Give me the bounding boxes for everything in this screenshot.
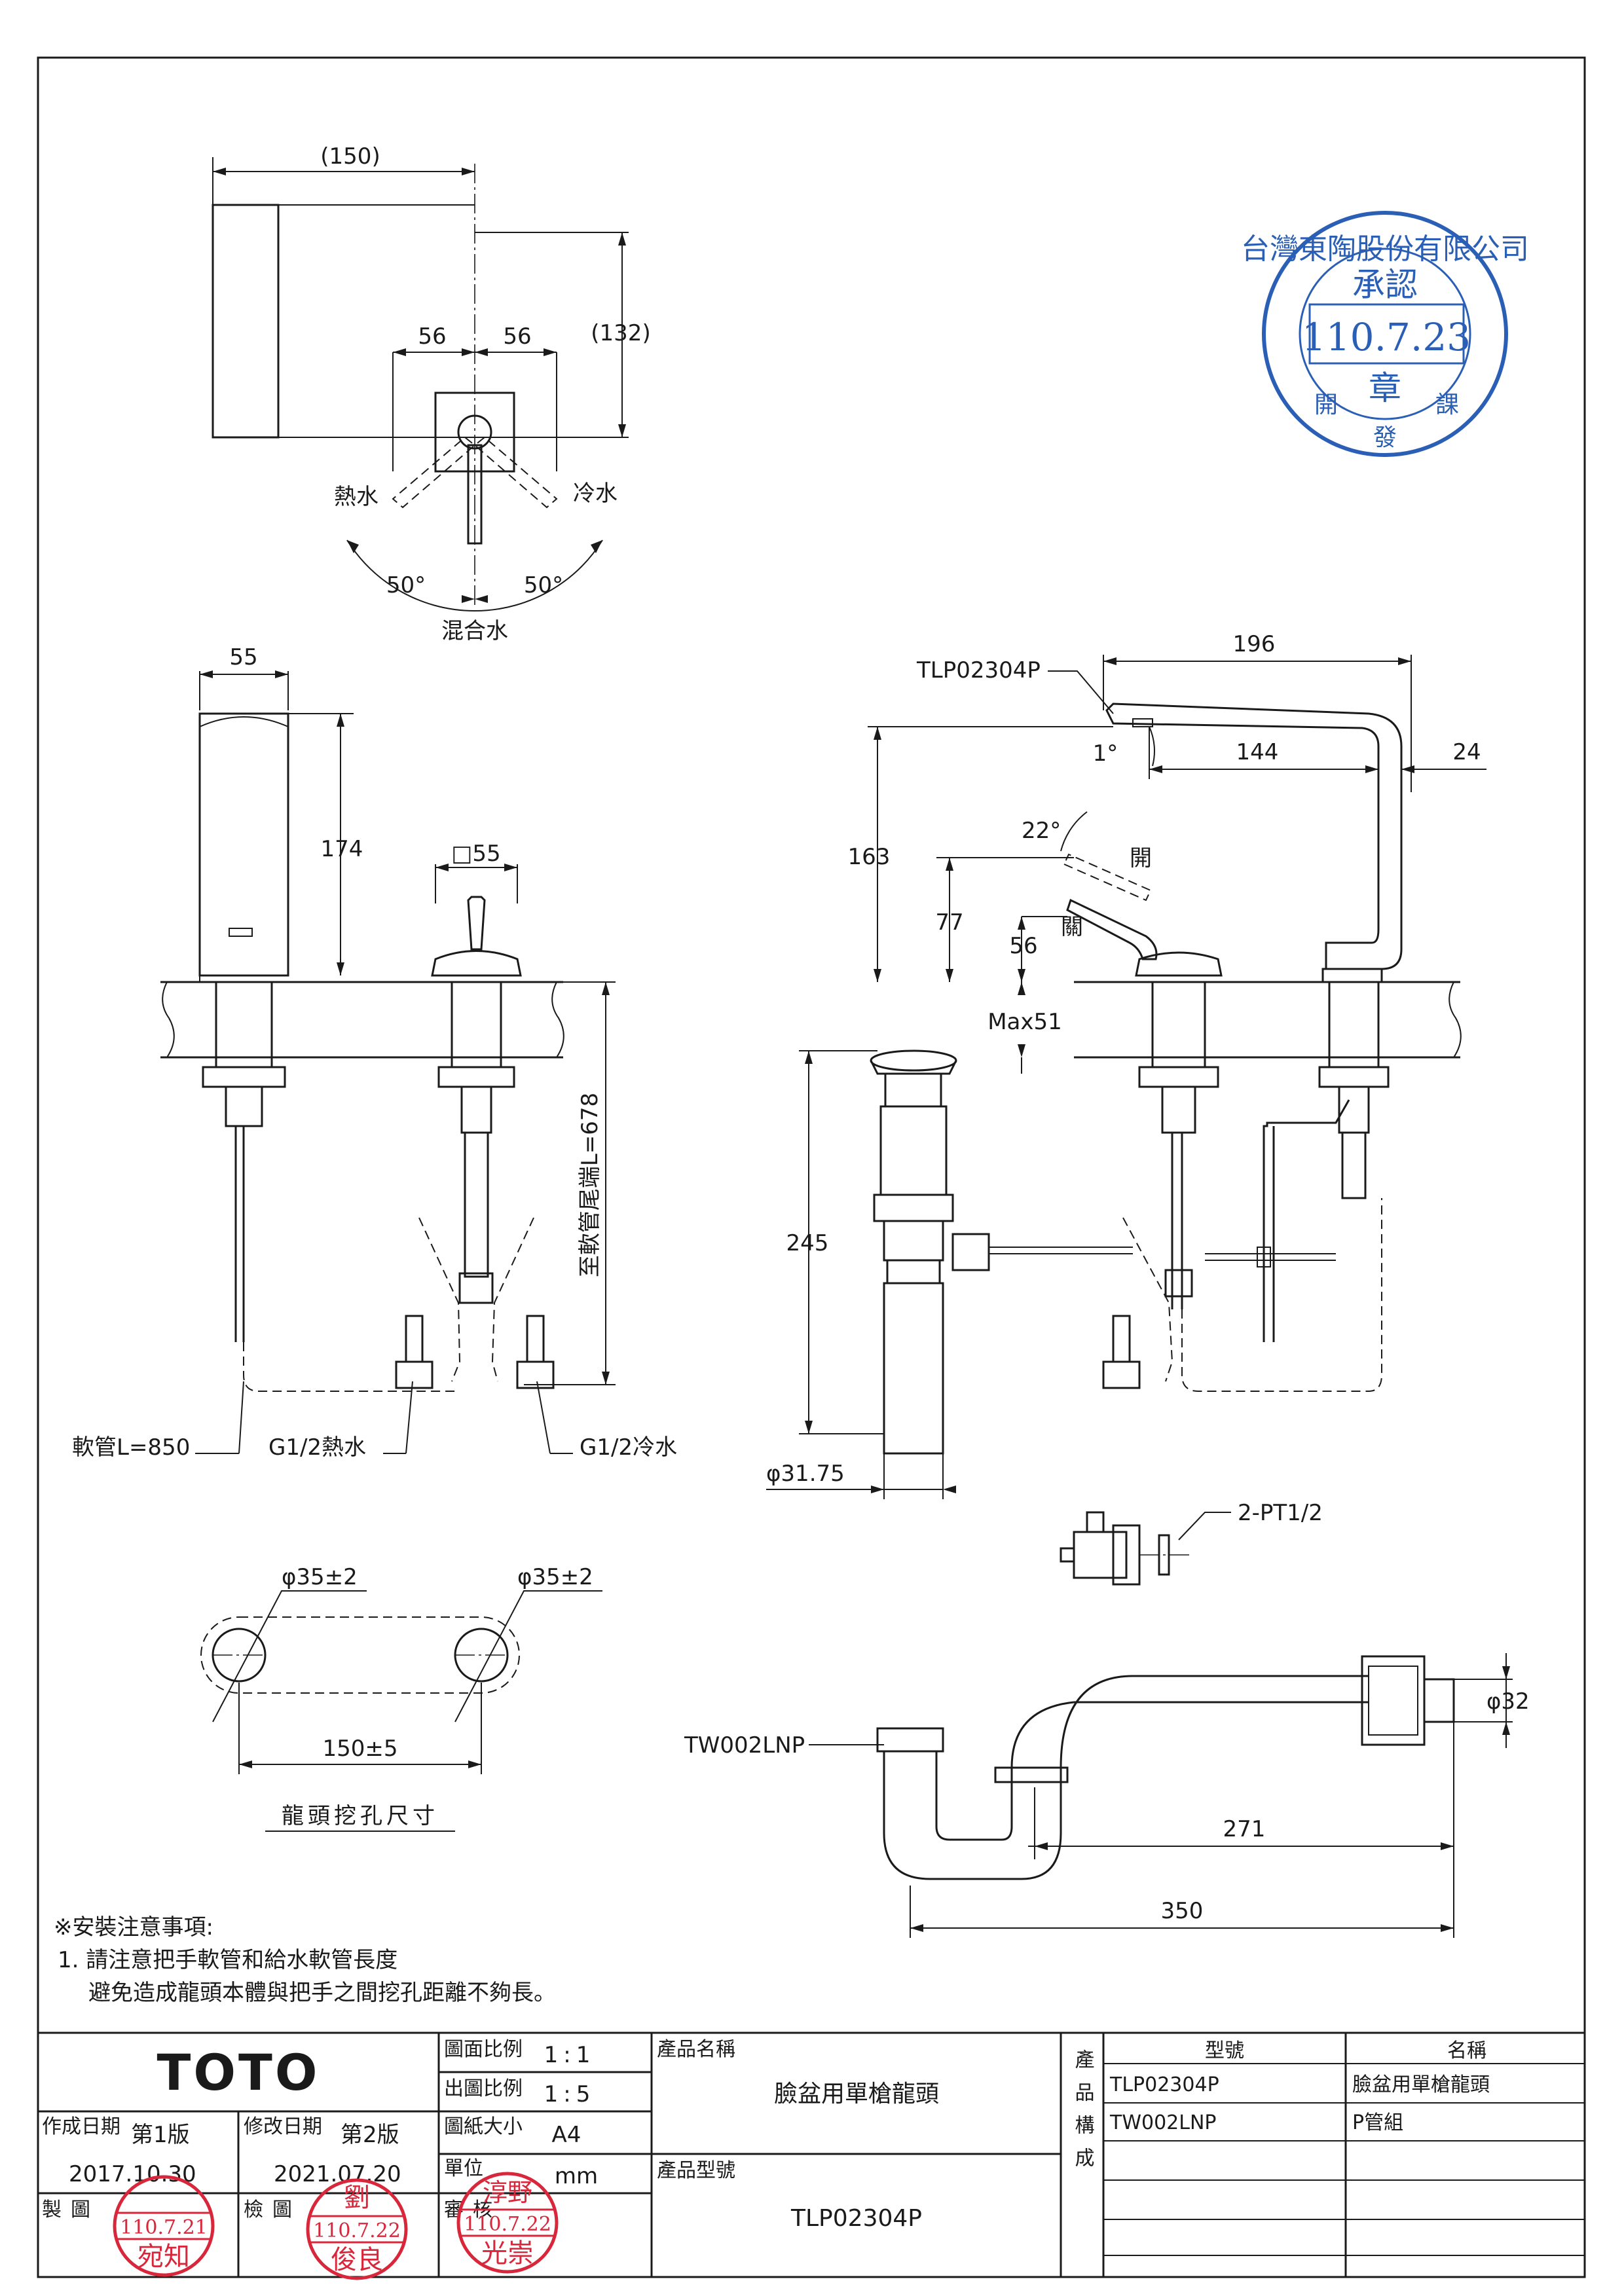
dim-150: (150)	[320, 143, 380, 170]
open-label: 開	[1130, 845, 1152, 871]
stamp-dept-right: 課	[1435, 392, 1459, 418]
hose-label: 軟管L=850	[72, 1434, 190, 1461]
approval-stamp: 台灣東陶股份有限公司 承認 110.7.23 章 開 發 課	[1241, 211, 1529, 457]
sheet-border	[37, 56, 1586, 2278]
notes-line2: 避免造成龍頭本體與把手之間挖孔距離不夠長。	[88, 1980, 556, 2006]
stamp-checked: 劉 110.7.22 俊良	[306, 2178, 408, 2280]
drawing-scale: 1:1	[544, 2042, 596, 2068]
dim-196: 196	[1233, 631, 1276, 657]
angle-1: 1°	[1093, 740, 1118, 767]
cutout-spacing: 150±5	[322, 1736, 397, 1762]
hose-length-label: 至軟管尾端L=678	[577, 1093, 603, 1277]
comp-row1-model: TLP02304P	[1109, 2073, 1219, 2096]
trap-model-callout: TW002LNP	[684, 1732, 805, 1758]
cutout-caption: 龍頭挖孔尺寸	[282, 1803, 439, 1829]
dim-132: (132)	[591, 320, 650, 346]
stamp-checked-top: 劉	[344, 2183, 370, 2213]
dim-sq55: □55	[451, 841, 500, 867]
dim-245: 245	[786, 1230, 829, 1256]
dim-144: 144	[1236, 739, 1279, 765]
notes-title: ※安裝注意事項:	[54, 1914, 213, 1941]
output-scale-label: 出圖比例	[444, 2077, 523, 2100]
dim-56-left: 56	[418, 323, 446, 350]
cutout-view: φ35±2 φ35±2 150±5 龍頭挖孔尺寸	[200, 1564, 602, 1832]
hot-label: 熱水	[334, 484, 378, 510]
stamp-dept-left: 開	[1314, 392, 1338, 418]
dim-174: 174	[321, 836, 363, 862]
stamp-checked-name: 俊良	[331, 2245, 383, 2275]
dia-3175: φ31.75	[766, 1461, 845, 1487]
dim-163: 163	[848, 844, 891, 870]
stamp-approved-date: 110.7.22	[464, 2213, 551, 2236]
edition2: 第2版	[341, 2122, 399, 2148]
composition-label: 產品構成	[1071, 2049, 1095, 2180]
close-label: 關	[1061, 914, 1083, 940]
side-model-callout: TLP02304P	[916, 657, 1041, 683]
checked-label: 檢圖	[244, 2198, 301, 2221]
created-date: 2017.10.30	[69, 2161, 196, 2187]
output-scale: 1:5	[544, 2081, 596, 2107]
product-name: 臉盆用單槍龍頭	[774, 2081, 939, 2107]
stamp-drawn-name: 宛知	[138, 2242, 190, 2272]
hot-thread-label: G1/2熱水	[268, 1434, 366, 1461]
brand-logo: TOTO	[157, 2043, 320, 2102]
dim-24: 24	[1452, 739, 1481, 765]
notes-line1: 1. 請注意把手軟管和給水軟管長度	[58, 1947, 397, 1973]
comp-head-model: 型號	[1205, 2039, 1244, 2062]
comp-head-name: 名稱	[1447, 2039, 1486, 2062]
mix-label: 混合水	[441, 618, 508, 644]
trap-dim-271: 271	[1223, 1816, 1266, 1842]
stamp-date: 110.7.23	[1302, 315, 1471, 359]
angle-left: 50°	[386, 572, 426, 598]
angle-right: 50°	[524, 572, 563, 598]
comp-row2-name: P管組	[1352, 2111, 1403, 2134]
dim-77: 77	[935, 909, 963, 936]
stamp-dept-mid: 發	[1373, 424, 1397, 451]
stamp-approved: 淳野 110.7.22 光崇	[456, 2172, 559, 2274]
comp-row2-model: TW002LNP	[1109, 2111, 1217, 2134]
stamp-seal: 章	[1369, 369, 1401, 407]
pt-label: 2-PT1/2	[1238, 1500, 1323, 1526]
product-model-label: 產品型號	[657, 2159, 735, 2182]
unit: mm	[555, 2163, 598, 2189]
product-name-label: 產品名稱	[657, 2038, 735, 2061]
edition1: 第1版	[131, 2122, 190, 2148]
dim-56-side: 56	[1009, 933, 1037, 959]
paper-size: A4	[552, 2122, 581, 2148]
paper-size-label: 圖紙大小	[444, 2115, 523, 2138]
install-notes: ※安裝注意事項: 1. 請注意把手軟管和給水軟管長度 避免造成龍頭本體與把手之間…	[54, 1914, 556, 2006]
angle-22: 22°	[1022, 818, 1061, 844]
front-view: 55 174 □55	[72, 644, 677, 1461]
max-label: Max51	[987, 1009, 1062, 1035]
side-view: TLP02304P 196 144 24 1° 163 開 關 22°	[766, 631, 1486, 1586]
stamp-approve: 承認	[1352, 266, 1418, 304]
dim-55: 55	[229, 644, 257, 670]
comp-row1-name: 臉盆用單槍龍頭	[1352, 2073, 1490, 2096]
dim-56-right: 56	[503, 323, 531, 350]
stamp-org: 台灣東陶股份有限公司	[1241, 232, 1529, 266]
cutout-dia-left: φ35±2	[282, 1564, 358, 1590]
drawing-scale-label: 圖面比例	[444, 2038, 523, 2061]
trap-view: TW002LNP φ32 271 350	[684, 1653, 1530, 1938]
unit-label: 單位	[444, 2157, 483, 2180]
stamp-drawn-date: 110.7.21	[120, 2216, 208, 2239]
created-label: 作成日期	[42, 2115, 120, 2138]
cold-label: 冷水	[573, 481, 618, 507]
cold-thread-label: G1/2冷水	[580, 1434, 677, 1461]
top-view: (150) (132) 56 56 熱水 冷水 50° 50° 混合水	[212, 143, 651, 644]
title-block: TOTO 圖面比例 1:1 出圖比例 1:5 圖紙大小 A4 單位 mm 作成日…	[37, 2032, 1586, 2280]
stamp-approved-name: 光崇	[481, 2238, 534, 2269]
stamp-drawn: 110.7.21 宛知	[113, 2175, 215, 2277]
revised-label: 修改日期	[244, 2115, 322, 2138]
stamp-checked-date: 110.7.22	[313, 2219, 401, 2242]
trap-dim-350: 350	[1161, 1898, 1204, 1924]
drawn-label: 製圖	[42, 2198, 100, 2221]
stamp-approved-top: 淳野	[483, 2178, 532, 2207]
product-model: TLP02304P	[790, 2205, 922, 2232]
cutout-dia-right: φ35±2	[517, 1564, 593, 1590]
trap-dia-32: φ32	[1486, 1688, 1530, 1715]
